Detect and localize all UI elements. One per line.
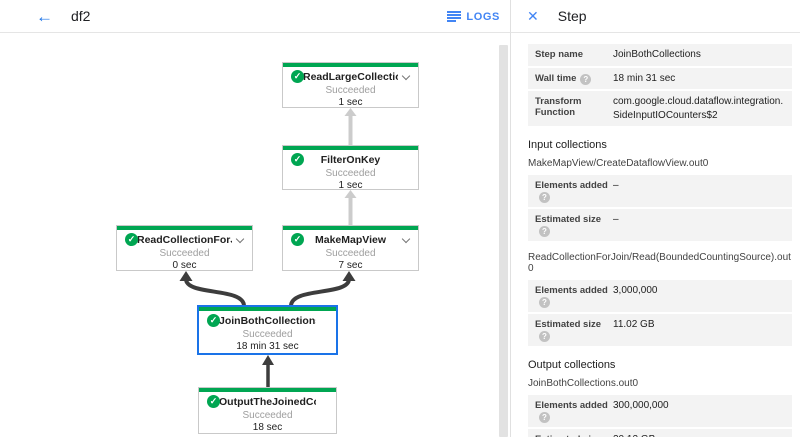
job-toolbar: ← df2 LOGS xyxy=(0,0,511,33)
graph-node-outputthejoined[interactable]: ✓ OutputTheJoinedCollec... Succeeded 18 … xyxy=(198,387,337,434)
property-key: Step name xyxy=(535,49,584,60)
metric-key: Estimated size? xyxy=(535,319,601,342)
success-check-icon: ✓ xyxy=(291,233,304,246)
property-value: com.google.cloud.dataflow.integration.Si… xyxy=(613,96,784,121)
property-value: 18 min 31 sec xyxy=(613,72,676,84)
node-label: OutputTheJoinedCollec... xyxy=(219,396,316,408)
node-label: FilterOnKey xyxy=(320,154,381,166)
metric-value: – xyxy=(613,180,619,191)
node-status: Succeeded xyxy=(325,168,376,179)
help-icon[interactable]: ? xyxy=(539,331,550,342)
close-icon[interactable]: ✕ xyxy=(527,8,539,24)
node-status: Succeeded xyxy=(325,85,376,96)
output-collection-group: JoinBothCollections.out0 Elements added?… xyxy=(528,378,792,437)
node-status: Succeeded xyxy=(159,248,210,259)
panel-title: Step xyxy=(557,8,587,24)
logs-list-icon xyxy=(447,11,462,22)
graph-node-filteronkey[interactable]: ✓ FilterOnKey Succeeded 1 sec xyxy=(282,145,419,191)
metric-value: 300,000,000 xyxy=(613,400,669,411)
node-status-bar xyxy=(283,146,418,150)
property-value: JoinBothCollections xyxy=(613,49,701,60)
chevron-down-icon[interactable] xyxy=(401,234,411,244)
metric-value: 20.12 GB xyxy=(613,433,655,437)
node-status: Succeeded xyxy=(325,248,376,259)
success-check-icon: ✓ xyxy=(125,233,138,246)
metric-row-elements-added: Elements added? – xyxy=(528,175,792,207)
job-title: df2 xyxy=(71,8,91,24)
metric-row-elements-added: Elements added? 300,000,000 xyxy=(528,395,792,427)
graph-node-joinbothcollections[interactable]: ✓ JoinBothCollections Succeeded 18 min 3… xyxy=(197,305,338,355)
node-label: MakeMapView xyxy=(314,234,386,246)
input-collection-group: MakeMapView/CreateDataflowView.out0 Elem… xyxy=(528,158,792,241)
collection-name: MakeMapView/CreateDataflowView.out0 xyxy=(528,158,709,169)
step-details-panel: Step name JoinBothCollections Wall time?… xyxy=(511,33,800,437)
help-icon[interactable]: ? xyxy=(539,226,550,237)
logs-label: LOGS xyxy=(466,10,500,23)
node-status: Succeeded xyxy=(242,410,293,421)
back-icon[interactable]: ← xyxy=(36,6,53,26)
metric-key: Elements added? xyxy=(535,400,608,423)
node-status-bar xyxy=(117,226,252,230)
metric-value: 11.02 GB xyxy=(613,319,655,330)
node-status-bar xyxy=(283,63,418,67)
help-icon[interactable]: ? xyxy=(539,412,550,423)
node-label: JoinBothCollections xyxy=(219,315,316,327)
node-label: ReadCollectionForJoin xyxy=(137,234,232,246)
node-status: Succeeded xyxy=(242,329,293,340)
metric-value: – xyxy=(613,214,619,225)
graph-node-makemapview[interactable]: ✓ MakeMapView Succeeded 7 sec xyxy=(282,225,419,271)
property-row-step-name: Step name JoinBothCollections xyxy=(528,44,792,66)
graph-edges xyxy=(179,108,357,387)
success-check-icon: ✓ xyxy=(207,314,220,327)
help-icon[interactable]: ? xyxy=(580,73,592,85)
property-key: Transform Function xyxy=(535,96,582,118)
input-collection-group: ReadCollectionForJoin/Read(BoundedCounti… xyxy=(528,252,792,346)
metric-key: Estimated size? xyxy=(535,214,601,237)
property-row-transform-function: Transform Function com.google.cloud.data… xyxy=(528,91,792,126)
help-icon[interactable]: ? xyxy=(539,192,550,203)
metric-key: Elements added? xyxy=(535,180,608,203)
node-time: 18 min 31 sec xyxy=(236,341,299,352)
metric-row-estimated-size: Estimated size? 11.02 GB xyxy=(528,314,792,346)
metric-value: 3,000,000 xyxy=(613,285,658,296)
graph-node-readlargecollection[interactable]: ✓ ReadLargeCollectionFr... Succeeded 1 s… xyxy=(282,62,419,108)
node-time: 0 sec xyxy=(172,260,197,271)
metric-row-estimated-size: Estimated size? – xyxy=(528,209,792,241)
chevron-down-icon[interactable] xyxy=(235,234,245,244)
success-check-icon: ✓ xyxy=(291,153,304,166)
node-status-bar xyxy=(283,226,418,230)
node-time: 7 sec xyxy=(338,260,363,271)
step-panel-header: ✕ Step xyxy=(511,0,800,33)
metric-row-elements-added: Elements added? 3,000,000 xyxy=(528,280,792,312)
chevron-down-icon[interactable] xyxy=(401,71,411,81)
job-graph-canvas[interactable]: ✓ ReadLargeCollectionFr... Succeeded 1 s… xyxy=(0,33,511,437)
input-collections-heading: Input collections xyxy=(528,139,607,151)
node-time: 1 sec xyxy=(338,180,363,191)
node-status-bar xyxy=(199,388,336,392)
collection-name: JoinBothCollections.out0 xyxy=(528,378,639,389)
logs-button[interactable]: LOGS xyxy=(447,0,500,33)
property-key: Wall time? xyxy=(535,72,613,85)
metric-key: Elements added? xyxy=(535,285,608,308)
help-icon[interactable]: ? xyxy=(539,297,550,308)
node-label: ReadLargeCollectionFr... xyxy=(303,71,398,83)
success-check-icon: ✓ xyxy=(207,395,220,408)
node-time: 1 sec xyxy=(338,97,363,108)
collection-name: ReadCollectionForJoin/Read(BoundedCounti… xyxy=(528,252,791,274)
success-check-icon: ✓ xyxy=(291,70,304,83)
metric-key: Estimated size? xyxy=(535,433,613,437)
node-status-bar xyxy=(199,307,336,311)
vertical-scrollbar[interactable] xyxy=(499,45,508,437)
graph-node-readcollectionforjoin[interactable]: ✓ ReadCollectionForJoin Succeeded 0 sec xyxy=(116,225,253,271)
property-row-wall-time: Wall time? 18 min 31 sec xyxy=(528,67,792,89)
output-collections-heading: Output collections xyxy=(528,359,616,371)
node-time: 18 sec xyxy=(252,422,283,433)
metric-row-estimated-size: Estimated size? 20.12 GB xyxy=(528,429,792,437)
